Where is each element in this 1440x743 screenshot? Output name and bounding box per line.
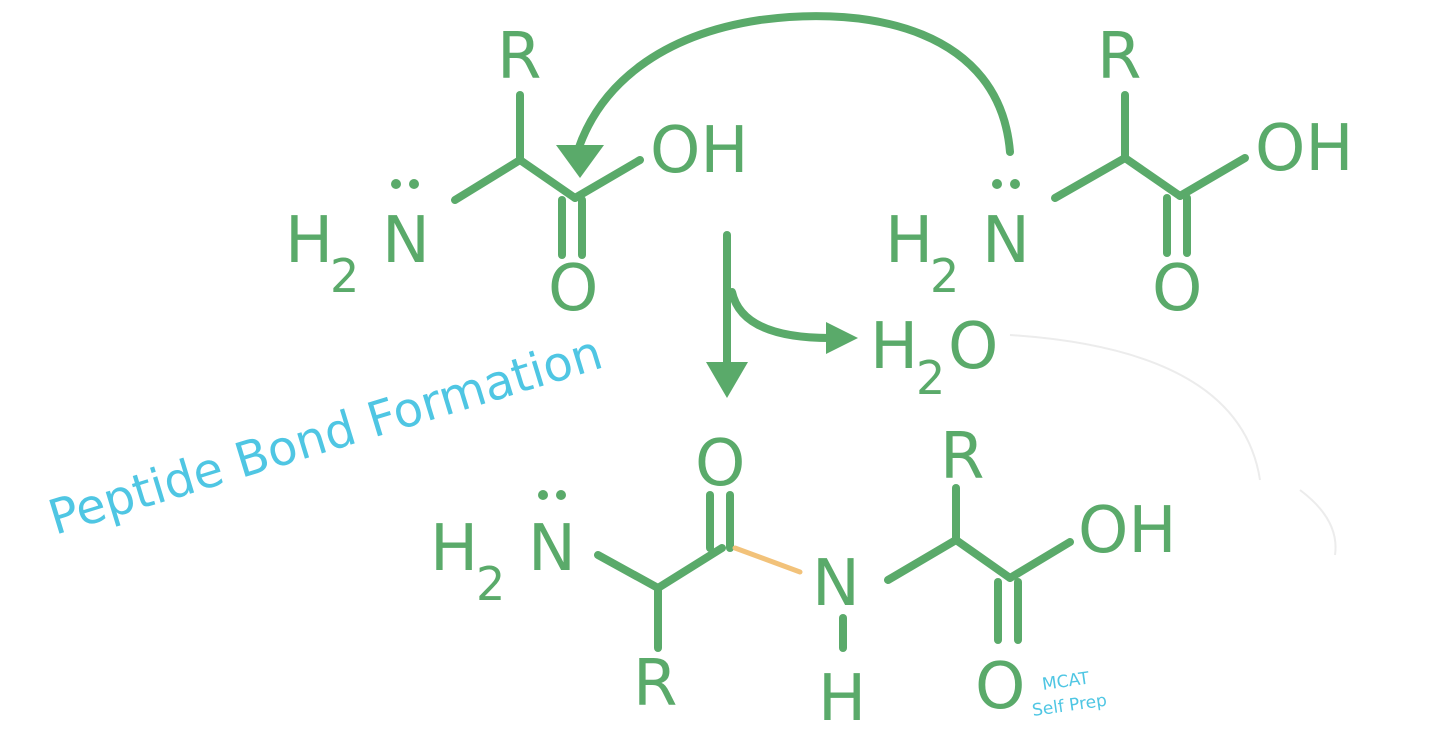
amine-subscript: 2: [930, 249, 959, 303]
r-group-label: R: [497, 20, 541, 94]
carbonyl-oxygen-label: O: [695, 427, 745, 501]
faint-sketch-line: [1299, 489, 1337, 556]
water-arrowhead: [826, 322, 858, 354]
amino-acid-2: R OH O H 2 N: [885, 20, 1354, 326]
water-h-label: H: [870, 310, 918, 384]
lone-pair-dot: [409, 179, 419, 189]
amide-h-label: H: [818, 662, 866, 736]
hydroxyl-label: OH: [1078, 494, 1177, 568]
amine-h-label: H: [885, 204, 933, 278]
water-subscript: 2: [916, 351, 945, 405]
bond-line: [1051, 154, 1129, 202]
r-group-label: R: [633, 647, 677, 721]
amine-subscript: 2: [476, 557, 505, 611]
amine-subscript: 2: [330, 249, 359, 303]
water-o-label: O: [948, 310, 998, 384]
r-group-label: R: [1097, 20, 1141, 94]
amine-n-label: N: [382, 204, 430, 278]
bond-line: [952, 536, 1014, 582]
carbonyl-oxygen-label: O: [975, 650, 1025, 724]
amine-h-label: H: [285, 204, 333, 278]
watermark-logo: MCAT Self Prep: [1031, 668, 1108, 720]
carbonyl-oxygen-label: O: [1152, 252, 1202, 326]
bond-line: [884, 536, 960, 584]
carbonyl-oxygen-label: O: [548, 252, 598, 326]
bond-line: [516, 156, 579, 202]
bond-line: [1006, 538, 1074, 582]
lone-pair-dot: [1010, 179, 1020, 189]
bond-line: [571, 156, 644, 202]
bond-line: [654, 544, 726, 592]
bond-line: [594, 551, 662, 592]
water-byproduct: H 2 O: [870, 310, 998, 405]
bond-line: [451, 156, 524, 204]
amino-acid-1: R OH O H 2 N: [285, 20, 749, 326]
amine-n-label: N: [528, 512, 576, 586]
water-release-arrow: [728, 288, 834, 342]
lone-pair-dot: [992, 179, 1002, 189]
lone-pair-dot: [538, 490, 548, 500]
lone-pair-dot: [556, 490, 566, 500]
bond-line: [1121, 154, 1184, 200]
hydroxyl-label: OH: [1255, 112, 1354, 186]
bond-line: [1176, 154, 1249, 200]
amine-h-label: H: [430, 512, 478, 586]
amide-n-label: N: [812, 547, 860, 621]
lone-pair-dot: [391, 179, 401, 189]
reaction-arrowhead: [706, 362, 748, 398]
nucleophilic-attack-arrow: [574, 12, 1014, 156]
hydroxyl-label: OH: [650, 114, 749, 188]
caption-text: Peptide Bond Formation: [42, 325, 609, 547]
peptide-bond: [732, 545, 803, 575]
dipeptide-product: H 2 N R O N H R OH O: [430, 420, 1177, 736]
watermark-line-1: MCAT: [1041, 668, 1091, 694]
watermark-line-2: Self Prep: [1031, 691, 1108, 721]
attack-arrowhead: [556, 145, 604, 178]
amine-n-label: N: [982, 204, 1030, 278]
faint-sketch-line: [1009, 334, 1261, 481]
r-group-label: R: [940, 420, 984, 494]
